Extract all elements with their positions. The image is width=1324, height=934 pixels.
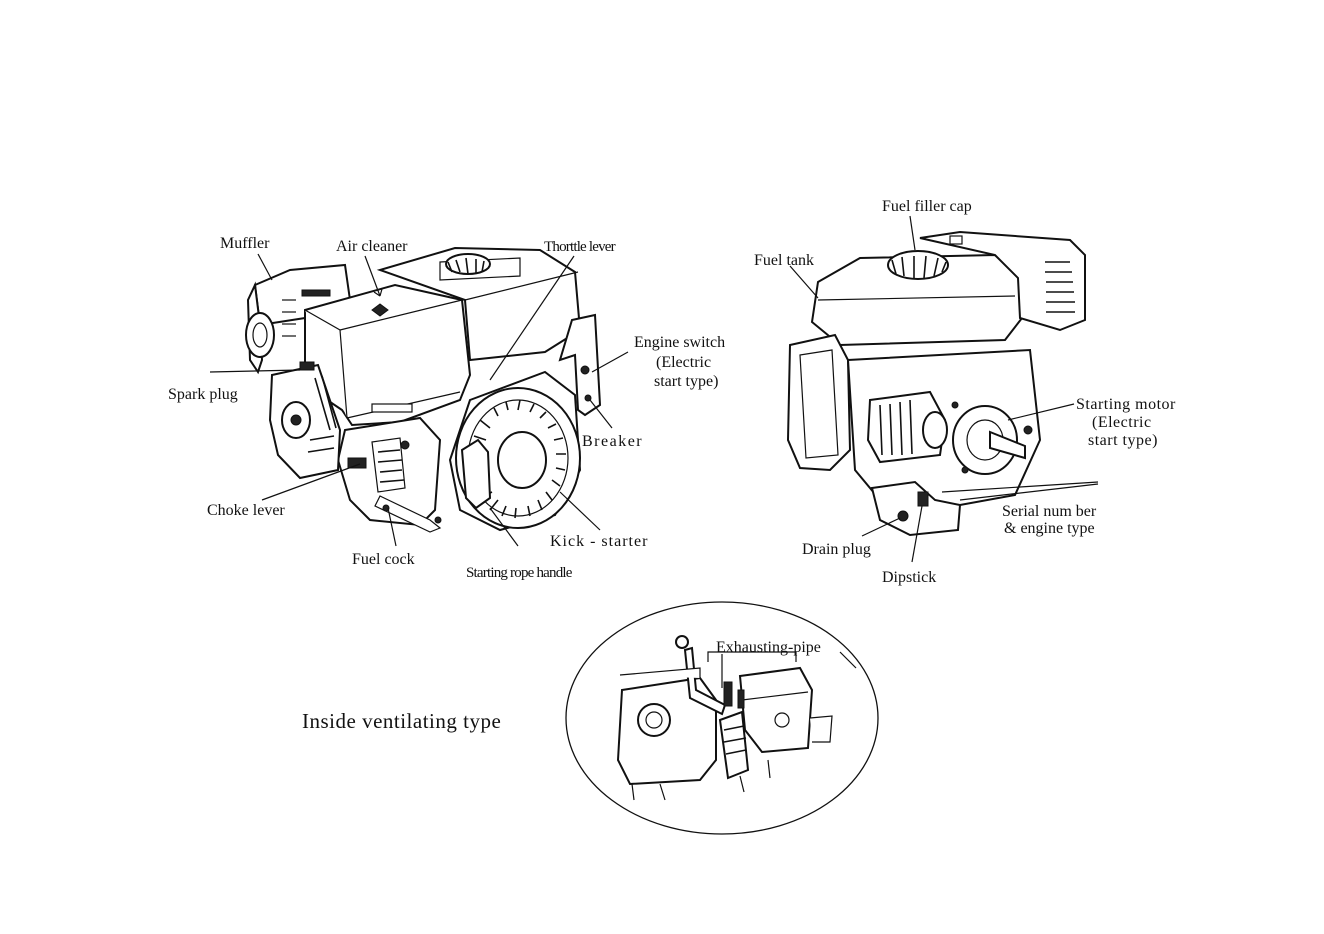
label-kick-starter: Kick - starter xyxy=(550,533,648,550)
label-serial-number-2: & engine type xyxy=(1004,520,1095,537)
fuel-filler-cap-leader xyxy=(910,216,915,250)
label-spark-plug: Spark plug xyxy=(168,386,238,403)
air-cleaner-leader xyxy=(365,256,380,296)
dipstick xyxy=(918,492,928,506)
label-starting-motor-2: (Electric xyxy=(1092,414,1152,431)
label-engine-switch-2: (Electric xyxy=(656,354,711,371)
engine-rear-view xyxy=(788,232,1085,535)
breaker-leader xyxy=(590,400,612,428)
recoil-starter xyxy=(450,372,580,530)
label-serial-number-1: Serial num ber xyxy=(1002,503,1097,520)
label-engine-switch-3: start type) xyxy=(654,373,718,390)
label-throttle-lever: Thorttle lever xyxy=(544,239,616,255)
starting-rope-handle xyxy=(462,440,490,508)
choke-link xyxy=(401,441,409,449)
label-breaker: Breaker xyxy=(582,433,643,450)
label-fuel-filler-cap: Fuel filler cap xyxy=(882,198,972,215)
choke-lever-knob xyxy=(348,458,366,468)
kick-starter-leader xyxy=(560,492,600,530)
label-fuel-tank: Fuel tank xyxy=(754,252,814,269)
fuel-tank-rear xyxy=(812,251,1022,345)
label-fuel-cock: Fuel cock xyxy=(352,551,415,568)
label-engine-switch-1: Engine switch xyxy=(634,334,725,351)
engine-front-view xyxy=(246,248,600,532)
fuel-tank-leader xyxy=(790,266,818,298)
label-muffler: Muffler xyxy=(220,235,270,252)
label-dipstick: Dipstick xyxy=(882,569,936,586)
label-air-cleaner: Air cleaner xyxy=(336,238,408,255)
side-cover xyxy=(788,335,850,470)
drain-plug xyxy=(898,511,908,521)
inside-ventilating-inset xyxy=(566,602,878,834)
label-starting-motor-1: Starting motor xyxy=(1076,396,1176,413)
label-exhausting-pipe: Exhausting-pipe xyxy=(716,639,821,656)
engine-switch-knob xyxy=(581,366,589,374)
label-starting-rope-handle: Starting rope handle xyxy=(466,565,573,581)
label-drain-plug: Drain plug xyxy=(802,541,871,558)
spark-plug xyxy=(300,362,314,370)
label-choke-lever: Choke lever xyxy=(207,502,285,519)
crankcase-rear xyxy=(848,350,1040,505)
label-inside-ventilating-type: Inside ventilating type xyxy=(302,709,501,733)
muffler-leader xyxy=(258,254,272,280)
label-starting-motor-3: start type) xyxy=(1088,432,1158,449)
